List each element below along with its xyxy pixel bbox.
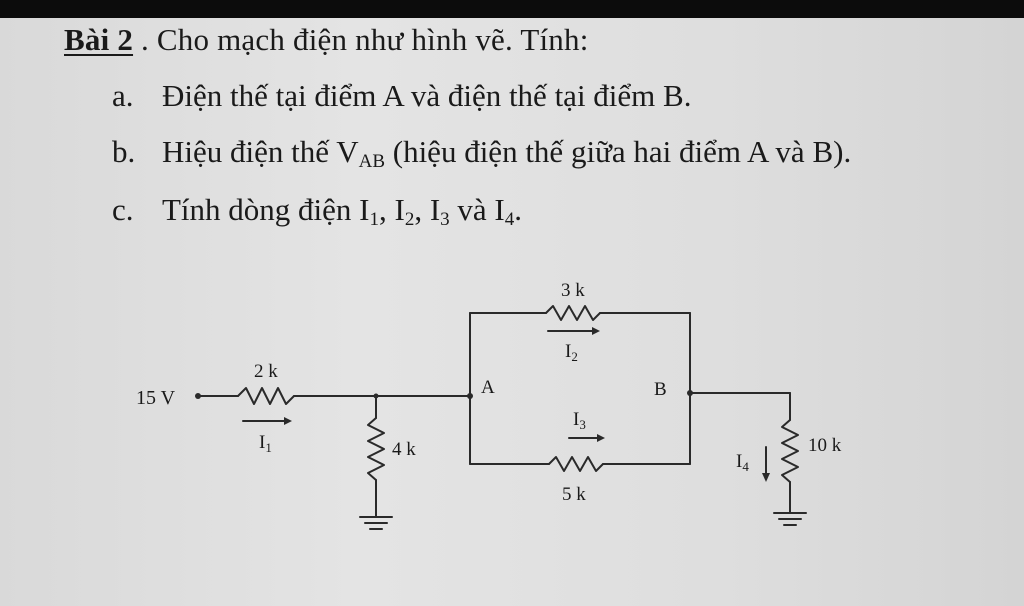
question-b: b. Hiệu điện thế VAB (hiệu điện thế giữa … — [112, 134, 852, 172]
source-terminal — [195, 393, 201, 399]
question-marker: b. — [112, 134, 136, 169]
question-c: c.Tính dòng điện I1, I2, I3 và I4. — [112, 192, 522, 230]
subscript: 1 — [369, 209, 380, 230]
arrowhead-i3 — [597, 434, 605, 442]
r3-label: 5 k — [562, 484, 586, 505]
question-marker: a. — [112, 78, 134, 113]
node-a-label: A — [481, 377, 495, 398]
separator: và I — [449, 192, 505, 227]
junction-dot — [373, 393, 379, 399]
problem-label: Bài 2 — [64, 22, 134, 57]
resistor-4k — [367, 417, 385, 481]
question-text: Hiệu điện thế V — [162, 134, 359, 169]
source-label: 15 V — [136, 387, 176, 409]
current-i3-label: I3 — [573, 409, 586, 432]
ground-symbol — [359, 516, 393, 530]
question-text: Điện thế tại điểm A và điện thế tại điểm… — [162, 78, 692, 113]
question-text-tail: . — [514, 192, 522, 227]
r1-label: 2 k — [254, 361, 278, 382]
current-i1-label: I1 — [259, 432, 272, 455]
subscript: 4 — [504, 209, 515, 230]
current-i4-label: I4 — [736, 451, 749, 474]
top-bar — [0, 0, 1024, 18]
arrowhead-i1 — [284, 417, 292, 425]
question-a: a. Điện thế tại điểm A và điện thế tại đi… — [112, 78, 691, 114]
resistor-5k — [548, 456, 604, 472]
node-a-dot — [467, 393, 473, 399]
arrowhead-i2 — [592, 327, 600, 335]
ground-symbol — [773, 512, 807, 526]
separator: , I — [414, 192, 441, 227]
r4-label: 4 k — [392, 439, 416, 460]
subscript: AB — [358, 151, 385, 172]
question-text: Tính dòng điện I — [162, 192, 370, 227]
problem-title: Bài 2 . Cho mạch điện như hình vẽ. Tính: — [64, 22, 589, 58]
question-marker: c. — [112, 192, 134, 227]
r2-label: 3 k — [561, 280, 585, 301]
resistor-2k — [237, 387, 295, 405]
node-b-label: B — [654, 379, 667, 400]
separator: , I — [379, 192, 405, 227]
r5-label: 10 k — [808, 435, 842, 456]
question-text-tail: (hiệu điện thế giữa hai điểm A và B). — [385, 134, 852, 169]
arrowhead-i4 — [762, 473, 770, 482]
subscript: 2 — [404, 209, 415, 230]
resistor-10k — [781, 419, 799, 483]
node-b-dot — [687, 390, 693, 396]
current-i2-label: I2 — [565, 341, 578, 364]
problem-intro: . Cho mạch điện như hình vẽ. Tính: — [133, 22, 589, 57]
subscript: 3 — [440, 209, 450, 230]
resistor-3k — [545, 305, 601, 321]
